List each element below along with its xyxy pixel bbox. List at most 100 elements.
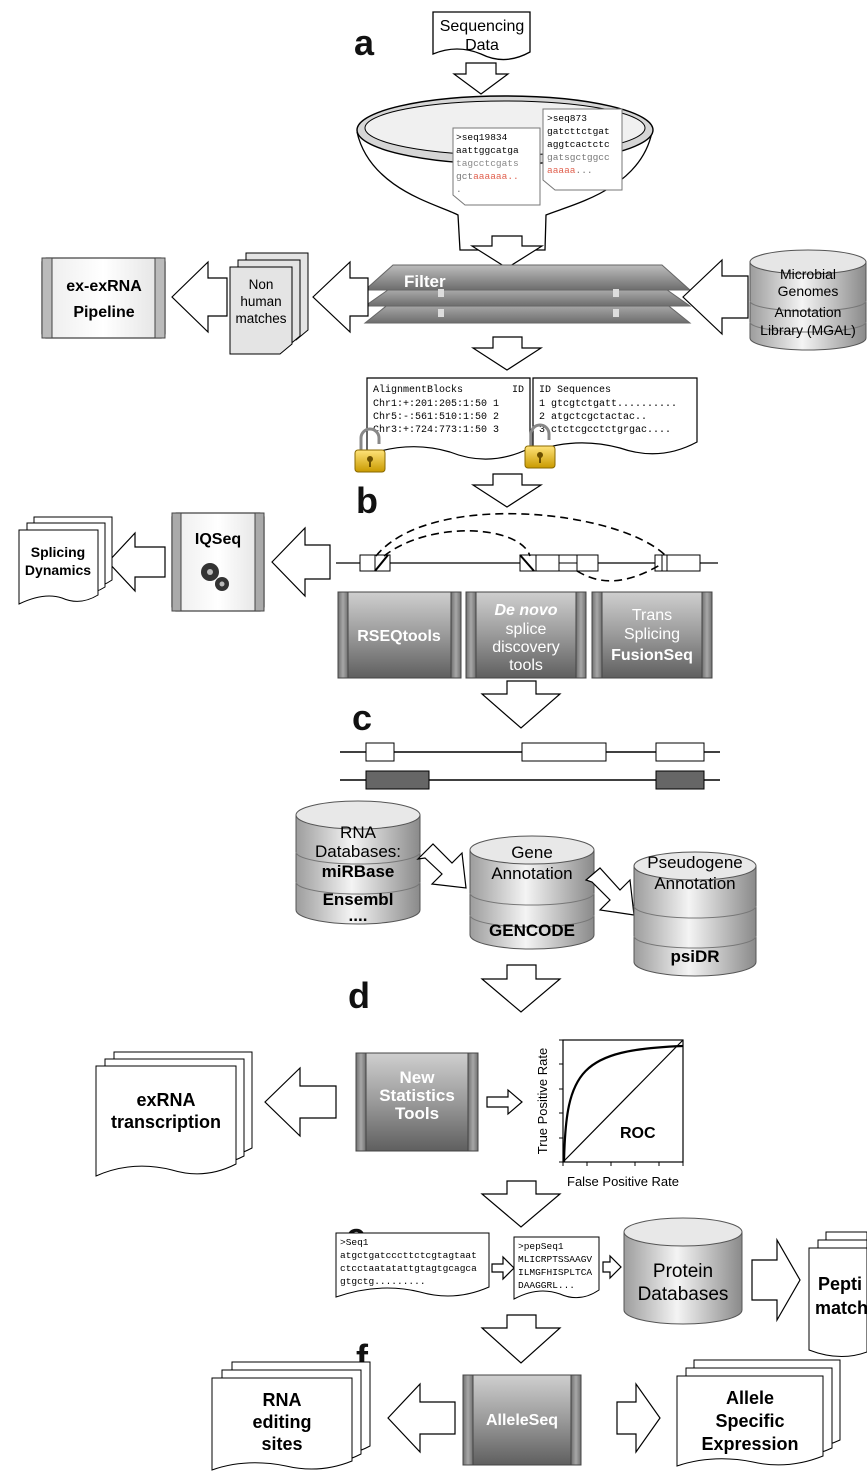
panel-label-d: d — [348, 975, 370, 1016]
splicing-dynamics-docs: Splicing Dynamics — [18, 516, 113, 605]
pep-e-line: >pepSeq1 — [518, 1241, 564, 1252]
de-novo-splice-box: De novo splice discovery tools — [465, 591, 587, 679]
pseudogene-line3: psiDR — [670, 947, 719, 966]
left-arrow-icon — [682, 258, 749, 336]
lock-icon — [354, 427, 386, 473]
funnel-sequence-doc-left: >seq19834 aattggcatga tagcctcgats gctaaa… — [452, 127, 541, 206]
mgal-line2: Genomes — [778, 283, 839, 299]
seq-e-line: atgctgatcccttctcgtagtaat — [340, 1250, 477, 1261]
seq-right-line2: gatcttctgat — [547, 126, 610, 137]
rna-editing-line2: editing — [253, 1412, 312, 1432]
left-arrow-icon — [387, 1382, 456, 1454]
gene-annotation-line3: GENCODE — [489, 921, 575, 940]
lock-icon — [524, 423, 556, 469]
new-stats-line3: Tools — [395, 1104, 439, 1123]
seq-right-line4: gatsgctggcc — [547, 152, 610, 163]
alignment-row: Chr3:+:724:773:1:50 3 — [373, 424, 499, 436]
rna-db-line1: RNA — [340, 823, 377, 842]
sequencing-data-doc: Sequencing Data — [432, 11, 531, 61]
right-arrow-icon — [491, 1255, 515, 1281]
trans-splicing-line3: FusionSeq — [611, 647, 693, 664]
seq-right-line3: aggtcactctc — [547, 139, 610, 150]
rna-db-line5: .... — [349, 906, 368, 925]
right-arrow-icon — [486, 1088, 523, 1116]
peptide-line2: match — [815, 1298, 867, 1318]
de-novo-line1: De novo — [494, 602, 557, 619]
left-arrow-icon — [312, 260, 369, 334]
seq-doc-e: >Seq1 atgctgatcccttctcgtagtaat ctcctaata… — [335, 1232, 490, 1298]
rna-editing-line3: sites — [261, 1434, 302, 1454]
alignment-row: Chr5:-:561:510:1:50 2 — [373, 411, 499, 423]
rna-db-line3: miRBase — [322, 862, 395, 881]
new-statistics-tools-box: New Statistics Tools — [355, 1052, 479, 1152]
roc-plot: ROC False Positive Rate True Positive Ra… — [535, 1039, 684, 1189]
alignment-row: Chr1:+:201:205:1:50 1 — [373, 398, 499, 410]
alignment-blocks-doc: AlignmentBlocks ID Chr1:+:201:205:1:50 1… — [366, 377, 531, 460]
new-stats-line2: Statistics — [379, 1086, 455, 1105]
pep-e-line: MLICRPTSSAAGV — [518, 1254, 592, 1265]
rseqtools-label: RSEQtools — [357, 628, 441, 645]
down-arrow-icon — [470, 473, 544, 508]
right-arrow-icon — [602, 1254, 622, 1280]
roc-x-axis-label: False Positive Rate — [567, 1174, 679, 1189]
non-human-line3: matches — [235, 311, 286, 326]
seq-right-line5: aaaaa... — [547, 165, 593, 176]
seq-left-line3: tagcctcgats — [456, 158, 519, 169]
rna-editing-sites-docs: RNA editing sites — [211, 1361, 371, 1471]
down-arrow-icon — [480, 1314, 562, 1364]
gene-annotation-cylinder: Gene Annotation GENCODE — [469, 835, 595, 950]
new-stats-line1: New — [400, 1068, 436, 1087]
protein-db-line1: Protein — [653, 1261, 713, 1282]
sequences-doc: ID Sequences 1 gtcgtctgatt.......... 2 a… — [532, 377, 698, 455]
trans-splicing-line2: Splicing — [624, 626, 680, 643]
splice-diagram — [336, 512, 718, 582]
seq-left-line5: . — [456, 184, 462, 195]
pseudogene-cylinder: Pseudogene Annotation psiDR — [633, 851, 757, 977]
pseudogene-line1: Pseudogene — [647, 853, 742, 872]
left-arrow-icon — [171, 260, 228, 334]
left-arrow-icon — [264, 1066, 337, 1138]
exrna-transcription-docs: exRNA transcription — [95, 1051, 253, 1177]
seq-e-line: >Seq1 — [340, 1237, 369, 1248]
mgal-line1: Microbial — [780, 266, 836, 282]
protein-databases-cylinder: Protein Databases — [623, 1217, 743, 1325]
gears-icon — [201, 563, 229, 591]
protein-db-line2: Databases — [638, 1284, 729, 1305]
down-arrow-icon — [452, 62, 510, 95]
sequences-header: ID Sequences — [539, 385, 611, 396]
roc-label: ROC — [620, 1125, 656, 1142]
rna-editing-line1: RNA — [263, 1390, 302, 1410]
seq-left-line4: gctaaaaaa.. — [456, 171, 519, 182]
non-human-line1: Non — [249, 277, 274, 292]
sequencing-data-line2: Data — [465, 37, 499, 54]
right-arrow-icon — [751, 1237, 801, 1323]
ex-exrna-line1: ex-exRNA — [66, 278, 142, 295]
de-novo-line2: splice — [506, 621, 547, 638]
mgal-line3: Annotation — [775, 304, 842, 320]
rseqtools-box: RSEQtools — [337, 591, 462, 679]
allele-specific-line1: Allele — [726, 1388, 774, 1408]
splicing-dynamics-line2: Dynamics — [25, 562, 91, 578]
alleleseq-label: AlleleSeq — [486, 1412, 558, 1429]
exrna-transcription-line1: exRNA — [136, 1090, 195, 1110]
de-novo-line4: tools — [509, 657, 543, 674]
exrna-transcription-line2: transcription — [111, 1112, 221, 1132]
sequence-row: 2 atgctcgctactac.. — [539, 412, 647, 423]
mgal-line4: Library (MGAL) — [760, 322, 856, 338]
ex-exrna-line2: Pipeline — [73, 304, 134, 321]
seq-e-line: ctcctaatatattgtagtgcagca — [340, 1263, 477, 1274]
peptide-seq-doc-e: >pepSeq1 MLICRPTSSAAGV ILMGFHISPLTCA DAA… — [513, 1236, 600, 1300]
mgal-database-cylinder: Microbial Genomes Annotation Library (MG… — [749, 249, 867, 351]
splicing-dynamics-line1: Splicing — [31, 544, 85, 560]
alleleseq-tool-box: AlleleSeq — [462, 1374, 582, 1466]
down-arrow-icon — [480, 1180, 562, 1228]
sequence-row: 1 gtcgtctgatt.......... — [539, 399, 677, 410]
non-human-matches-docs: Non human matches — [229, 252, 309, 355]
peptide-matches-docs: Pepti match — [808, 1231, 867, 1357]
roc-y-axis-label: True Positive Rate — [535, 1048, 550, 1154]
rna-db-line2: Databases: — [315, 842, 401, 861]
non-human-line2: human — [240, 294, 281, 309]
seq-left-line2: aattggcatga — [456, 145, 519, 156]
gene-annotation-line1: Gene — [511, 843, 553, 862]
